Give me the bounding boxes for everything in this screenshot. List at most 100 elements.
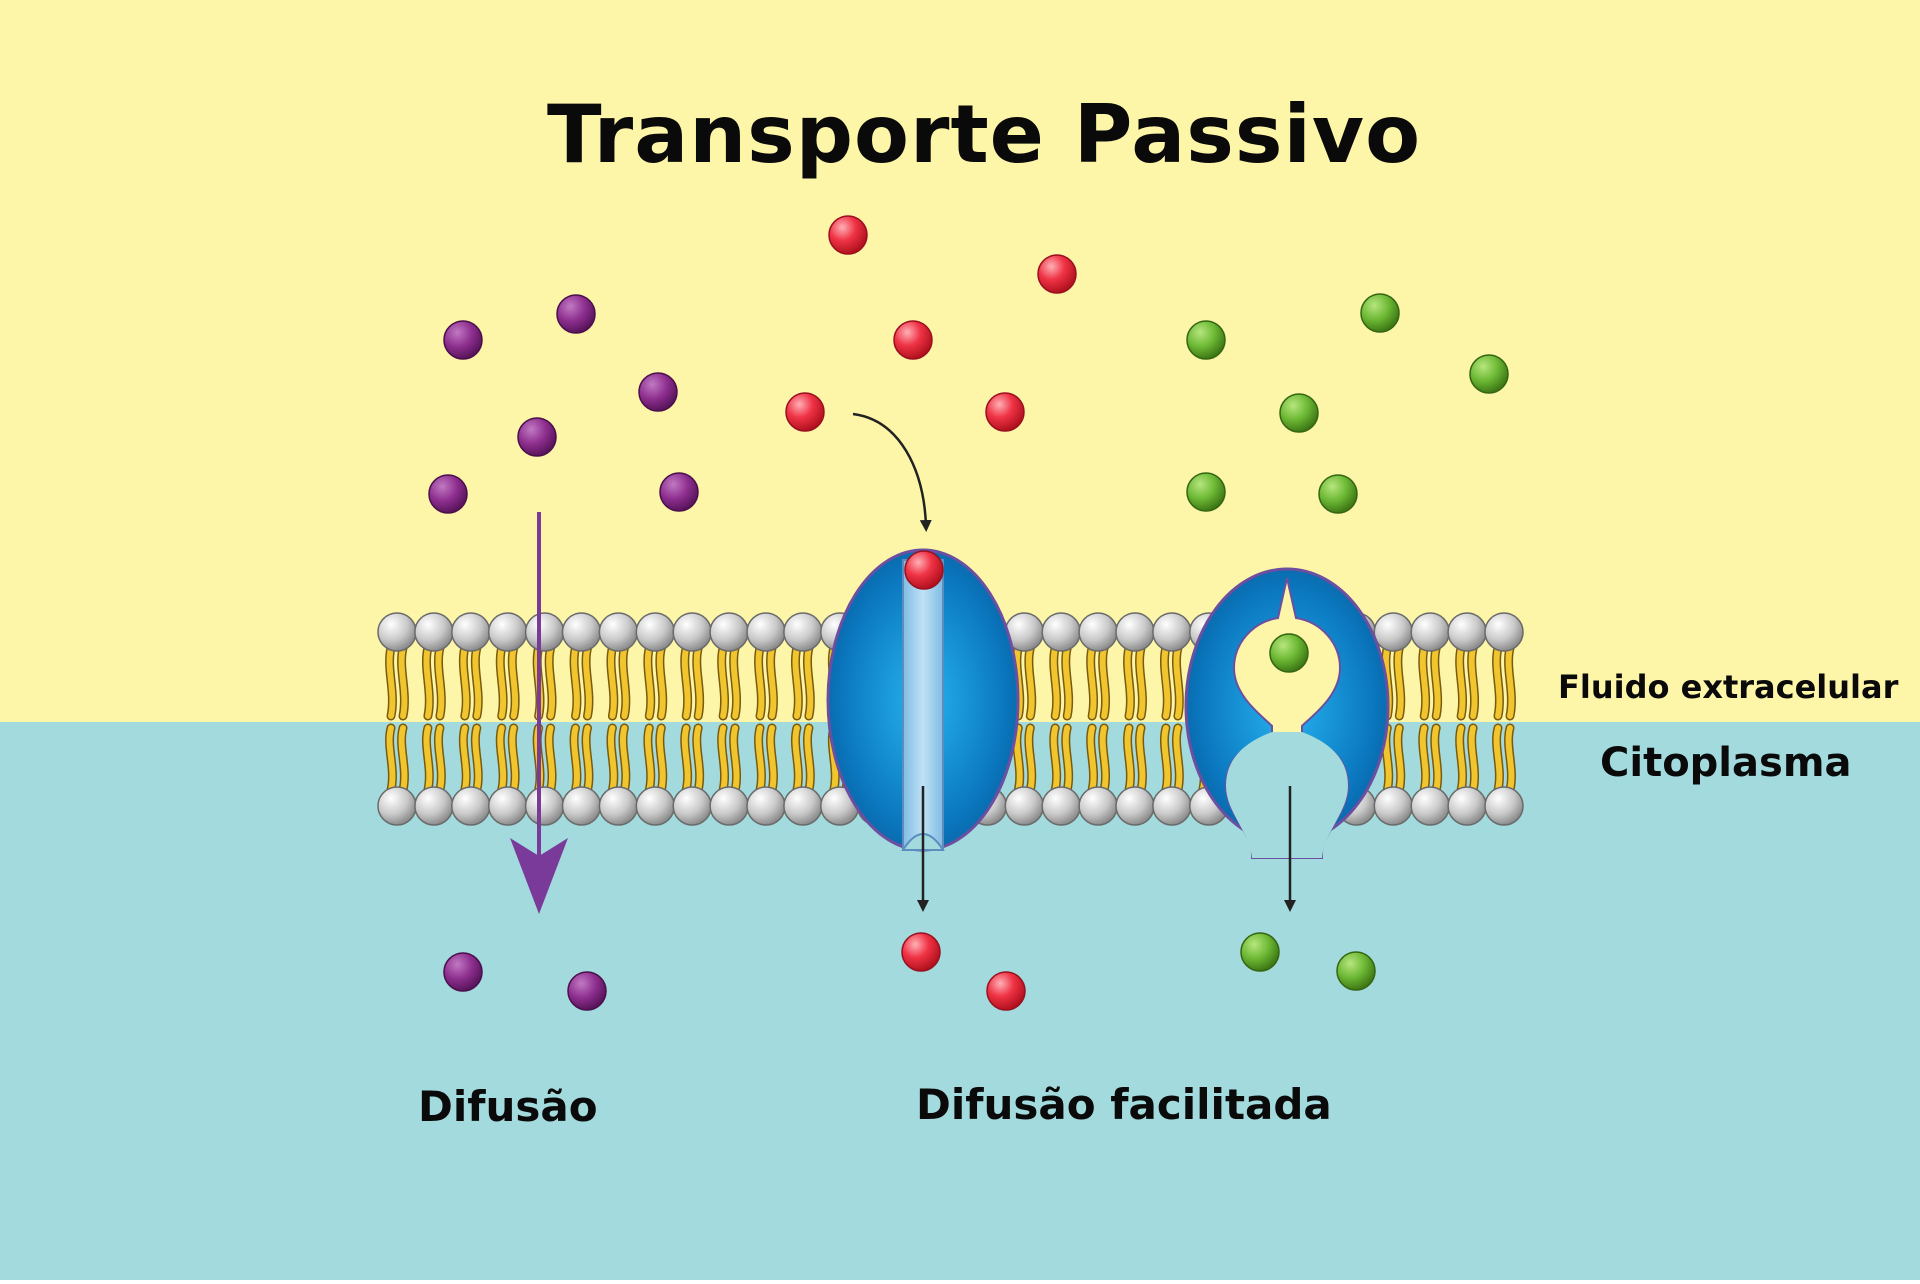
lipid-head — [783, 612, 823, 652]
lipid-tail — [767, 725, 777, 793]
lipid-tail — [1087, 645, 1097, 719]
lipid-head — [1078, 612, 1118, 652]
lipid-head — [635, 786, 676, 826]
diffusion-label: Difusão — [418, 1082, 598, 1131]
lipid-head — [672, 786, 712, 826]
carrier-open-bottom — [1226, 732, 1348, 858]
green-molecule — [1269, 633, 1309, 673]
lipid-tail — [546, 645, 556, 719]
lipid-tail — [1025, 725, 1035, 793]
diffusion-arrow-head — [510, 838, 568, 914]
green-molecule — [1469, 354, 1509, 394]
lipid-tail — [1136, 645, 1146, 719]
lipid-tail — [1087, 725, 1097, 793]
lipid-tail — [1173, 645, 1183, 719]
lipid-tail — [1136, 725, 1146, 793]
lipid-head — [1410, 612, 1450, 652]
lipid-tail — [423, 645, 433, 719]
red-molecule — [828, 215, 868, 255]
lipid-tail — [804, 645, 814, 719]
lipid-head — [377, 786, 417, 826]
lipid-tail — [497, 725, 507, 793]
lipid-tail — [1161, 645, 1171, 719]
lipid-tail — [1456, 645, 1466, 719]
green-molecule — [1186, 320, 1226, 360]
lipid-tail — [1050, 725, 1060, 793]
lipid-tail — [497, 645, 507, 719]
lipid-tail — [1124, 725, 1134, 793]
lipid-tail — [1013, 725, 1023, 793]
purple-molecule — [567, 971, 607, 1011]
lipid-tail — [644, 725, 654, 793]
purple-molecule — [443, 952, 483, 992]
green-molecule — [1186, 472, 1226, 512]
lipid-tail — [1099, 645, 1109, 719]
lipid-head — [1041, 786, 1081, 826]
lipid-head — [414, 612, 454, 652]
lipid-head — [1152, 786, 1192, 826]
lipid-tail — [607, 645, 617, 719]
lipid-head — [1115, 786, 1155, 826]
lipid-tail — [435, 725, 445, 793]
lipid-tail — [1025, 645, 1035, 719]
facilitated-diffusion-label: Difusão facilitada — [916, 1080, 1332, 1129]
lipid-tail — [730, 725, 740, 793]
lipid-head — [414, 786, 454, 826]
lipid-head — [709, 612, 749, 652]
lipid-tail — [792, 645, 802, 719]
lipid-head — [783, 786, 823, 826]
lipid-head — [1373, 612, 1414, 652]
lipid-tail — [681, 645, 691, 719]
lipid-tail — [1468, 645, 1478, 719]
red-molecule — [893, 320, 933, 360]
lipid-head — [561, 612, 602, 652]
lipid-tail — [804, 725, 814, 793]
lipid-tail — [1431, 725, 1441, 793]
lipid-head — [524, 786, 565, 826]
lipid-tail — [386, 645, 396, 719]
lipid-head — [598, 786, 639, 826]
purple-molecule — [428, 474, 468, 514]
green-molecule — [1360, 293, 1400, 333]
purple-molecule — [556, 294, 596, 334]
lipid-tail — [1456, 725, 1466, 793]
lipid-tail — [1493, 725, 1503, 793]
lipid-tail — [1505, 725, 1515, 793]
lipid-head — [672, 612, 712, 652]
lipid-tail — [1419, 645, 1429, 719]
lipid-tail — [1124, 645, 1134, 719]
lipid-tail — [571, 645, 580, 719]
lipid-head — [635, 612, 676, 652]
lipid-tail — [460, 725, 470, 793]
lipid-tail — [1468, 725, 1478, 793]
extracellular-label: Fluido extracelular — [1558, 668, 1899, 706]
lipid-head — [1484, 786, 1524, 826]
carrier-protein-icon — [1184, 567, 1390, 859]
purple-molecule — [638, 372, 678, 412]
lipid-head — [709, 786, 749, 826]
lipid-tail — [718, 645, 728, 719]
red-molecule — [1037, 254, 1077, 294]
lipid-head — [598, 612, 639, 652]
lipid-tail — [656, 645, 666, 719]
lipid-tail — [718, 725, 728, 793]
page-title: Transporte Passivo — [546, 88, 1422, 181]
lipid-head — [561, 786, 602, 826]
lipid-head — [1484, 612, 1524, 652]
red-molecule — [901, 932, 941, 972]
lipid-tail — [1062, 725, 1072, 793]
lipid-head — [1447, 786, 1487, 826]
channel-entry-arrow — [852, 412, 932, 532]
lipid-tail — [693, 725, 703, 793]
green-molecule — [1240, 932, 1280, 972]
purple-molecule — [659, 472, 699, 512]
lipid-tail — [644, 645, 654, 719]
lipid-tail — [755, 645, 765, 719]
lipid-head — [451, 786, 491, 826]
lipid-tail — [619, 725, 629, 793]
lipid-tail — [509, 725, 519, 793]
lipid-tail — [583, 725, 592, 793]
lipid-tail — [792, 725, 802, 793]
lipid-tail — [681, 725, 691, 793]
